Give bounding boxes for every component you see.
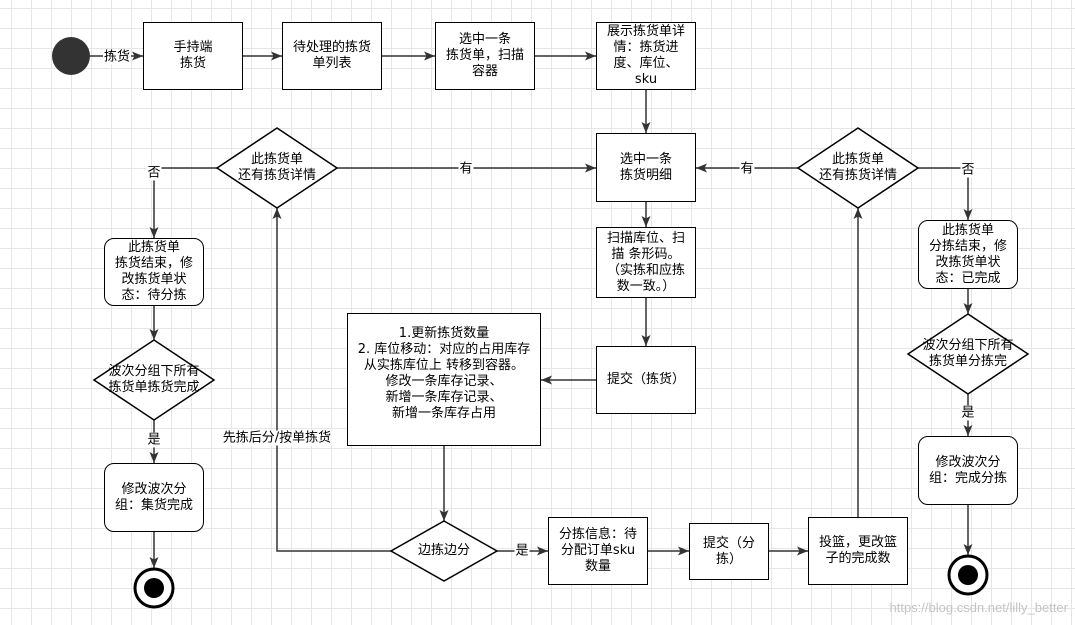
start-node (52, 37, 90, 75)
node-text-line: 提交（分 (702, 535, 755, 551)
node-text-line: 新增一条库存占用 (391, 405, 496, 421)
node-text-line: 修改波次分 (121, 481, 187, 497)
node-text-line: 度、库位、 (613, 56, 679, 71)
node-text-line: 拣货 (179, 56, 206, 71)
node-basket: 投篮，更改篮 子的完成数 (808, 517, 908, 585)
node-text-line: 态：已完成 (935, 270, 1001, 286)
edge-label-all-picked-yes: 是 (146, 432, 162, 448)
node-text-line: 描 条形码。 (611, 246, 681, 262)
decision-text-line: 此拣货单 (250, 152, 304, 167)
node-text-line: 修改一条库存记录、 (385, 373, 503, 389)
end-node-picking (133, 567, 175, 609)
node-text-line: 容器 (471, 64, 498, 79)
node-text-line: 此拣货单 (941, 222, 994, 238)
edge-label-left-no: 否 (146, 165, 162, 181)
node-text-line: 数一致。） (616, 278, 676, 294)
node-submit-sort: 提交（分 拣） (689, 523, 769, 580)
node-text-line: 拣货明细 (619, 167, 672, 183)
node-text-line: 分拣信息：待 (558, 527, 637, 542)
node-text-line: sku (634, 72, 658, 87)
edge-label-pick-while-sort-yes: 是 (514, 543, 530, 559)
node-text-line: 子的完成数 (825, 551, 891, 566)
node-show-detail: 展示拣货单详 情：拣货进 度、库位、 sku (596, 22, 696, 90)
node-text-line: 组：集货完成 (114, 497, 193, 513)
node-text-line: 拣） (715, 551, 742, 567)
watermark-text: https://blog.csdn.net/lilly_better (889, 600, 1069, 615)
decision-text-line: 边拣边分 (417, 543, 471, 558)
end-node-dot (958, 565, 978, 585)
node-pick-done: 此拣货单 拣货结束，修 改拣货单状 态：待分拣 (104, 238, 204, 306)
node-sort-done: 此拣货单 分拣结束，修 改拣货单状 态：已完成 (918, 220, 1018, 289)
decision-text-line: 此拣货单 (831, 152, 885, 167)
node-text-line: 新增一条库存记录、 (385, 389, 503, 405)
node-handheld-pick: 手持端 拣货 (143, 22, 243, 90)
node-select-item: 选中一条 拣货明细 (596, 133, 696, 202)
node-sort-info: 分拣信息：待 分配订单sku 数量 (548, 517, 648, 585)
node-text-line: 此拣货单 (127, 240, 180, 255)
node-text-line: 数量 (584, 559, 611, 574)
node-text-line: 拣货结束，修 (114, 256, 193, 271)
decision-left-more-details (215, 127, 339, 209)
decision-all-sorted (906, 313, 1030, 395)
node-text-line: 拣货单，扫描 (445, 48, 524, 63)
decision-text-line: 还有拣货详情 (237, 168, 317, 183)
decision-text-line: 还有拣货详情 (818, 168, 898, 183)
node-scan-location: 扫描库位、扫 描 条形码。 （实拣和应拣 数一致。） (596, 227, 696, 298)
node-select-and-scan: 选中一条 拣货单，扫描 容器 (435, 22, 535, 90)
edge-label-start: 拣货 (102, 49, 132, 65)
node-wave-collect-done: 修改波次分 组：集货完成 (104, 463, 204, 532)
decision-label-right-more-details: 此拣货单 还有拣货详情 (819, 152, 897, 184)
node-text-line: 改拣货单状 (935, 254, 1001, 270)
node-text-line: 改拣货单状 (121, 272, 187, 287)
node-text-line: 选中一条 (458, 32, 511, 47)
node-text-line: （实拣和应拣 (606, 262, 685, 278)
node-text-line: 提交（拣货） (606, 372, 685, 387)
node-text-line: 从实拣库位上 转移到容器。 (363, 357, 525, 373)
decision-text-line: 波次分组下所有 (922, 338, 1014, 353)
node-text-line: 分配订单sku (560, 543, 636, 558)
node-text-line: 手持端 (173, 40, 213, 55)
node-text-line: 待处理的拣货 (292, 40, 371, 55)
node-wave-sort-done: 修改波次分 组：完成分拣 (918, 436, 1018, 505)
end-node-dot (144, 578, 164, 598)
decision-label-left-more-details: 此拣货单 还有拣货详情 (238, 152, 316, 184)
decision-text-line: 拣货单分拣完 (928, 354, 1008, 369)
node-text-line: 选中一条 (619, 151, 672, 167)
decision-right-more-details (796, 127, 920, 209)
decision-label-all-sorted: 波次分组下所有 拣货单分拣完 (922, 338, 1013, 370)
node-text-line: 扫描库位、扫 (606, 230, 685, 246)
decision-text-line: 波次分组下所有 (108, 364, 200, 379)
node-text-line: 展示拣货单详 (606, 24, 685, 39)
node-text-line: 2. 库位移动：对应的占用库存 (357, 341, 531, 357)
edge-left-decision-no (149, 167, 217, 238)
end-node-sorting (947, 554, 989, 596)
edge-label-right-yes: 有 (739, 161, 755, 177)
node-submit-pick: 提交（拣货） (596, 346, 696, 414)
node-text-line: 分拣结束，修 (928, 238, 1007, 254)
node-text-line: 单列表 (312, 56, 352, 71)
edge-label-pick-then-sort: 先拣后分/按单拣货 (221, 430, 333, 446)
edge-label-left-yes: 有 (458, 161, 474, 177)
decision-pick-while-sort (389, 520, 499, 582)
node-pending-list: 待处理的拣货 单列表 (282, 22, 382, 90)
node-text-line: 态：待分拣 (121, 288, 187, 303)
node-text-line: 1.更新拣货数量 (398, 325, 490, 341)
decision-label-all-picked: 波次分组下所有 拣货单拣货完成 (108, 364, 199, 396)
node-text-line: 修改波次分 (935, 454, 1001, 470)
edge-label-all-sorted-yes: 是 (960, 405, 976, 421)
edge-pick-while-sort-to-left-decision (272, 208, 391, 552)
node-text-line: 情：拣货进 (613, 40, 679, 55)
decision-text-line: 拣货单拣货完成 (108, 380, 200, 395)
node-text-line: 投篮，更改篮 (818, 535, 897, 550)
decision-label-pick-while-sort: 边拣边分 (418, 543, 470, 559)
edge-label-right-no: 否 (960, 162, 976, 178)
decision-all-picked (92, 339, 216, 421)
node-text-line: 组：完成分拣 (928, 470, 1007, 486)
node-update-stock: 1.更新拣货数量 2. 库位移动：对应的占用库存 从实拣库位上 转移到容器。 修… (347, 313, 541, 446)
